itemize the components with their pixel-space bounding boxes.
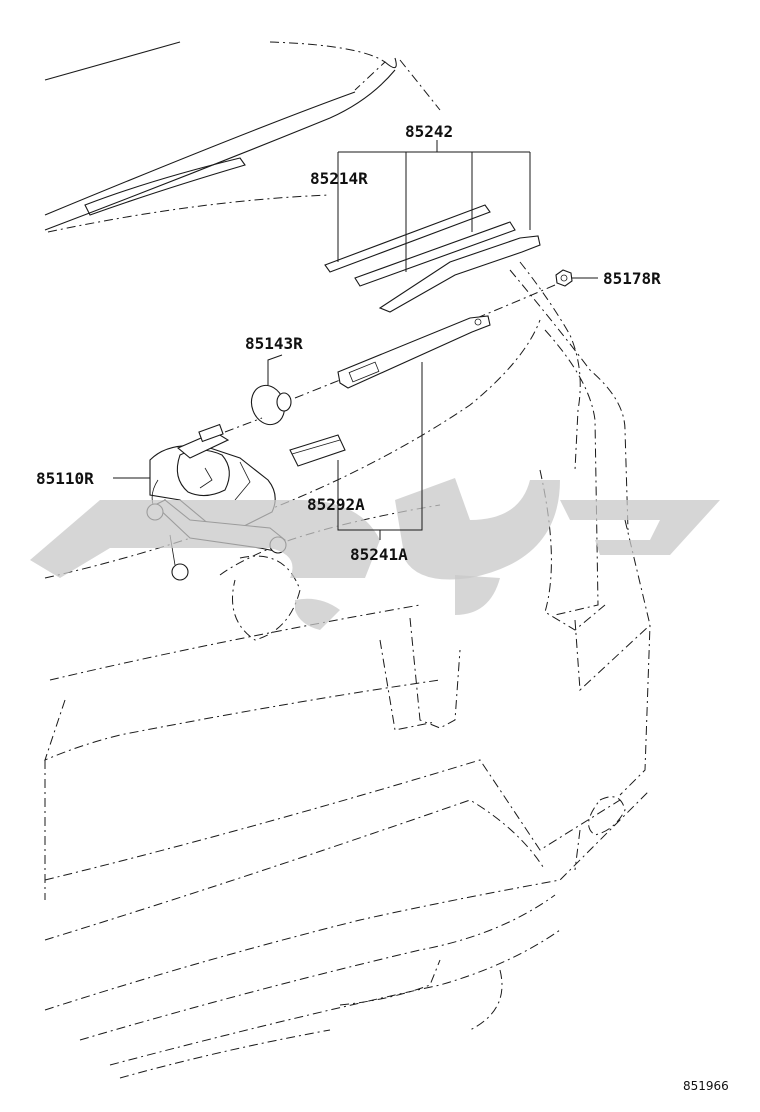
nut-85178r [555,269,573,287]
wiper-blade-frame [354,221,516,287]
callout-85178r: 85178R [603,269,661,288]
callout-85110r: 85110R [36,469,94,488]
grommet-85292a [289,434,346,467]
wiper-blade-rubber [324,204,491,273]
figure-reference-number: 851966 [683,1079,729,1093]
cap-axis-line [294,379,341,399]
callout-85241a: 85241A [350,545,408,564]
wiper-arm-85241a [337,315,491,389]
watermark-logo [30,478,720,630]
leader-lines [113,140,598,540]
cap-85143r [250,384,292,426]
callout-85292a: 85292A [307,495,365,514]
wiper-blade-holder [378,235,541,313]
callout-85143r: 85143R [245,334,303,353]
wiper-blade-assembly [324,204,541,313]
callout-85242: 85242 [405,122,453,141]
callout-85214r: 85214R [310,169,368,188]
motor-axis-line [224,417,263,433]
vehicle-body-outline [44,41,651,1079]
